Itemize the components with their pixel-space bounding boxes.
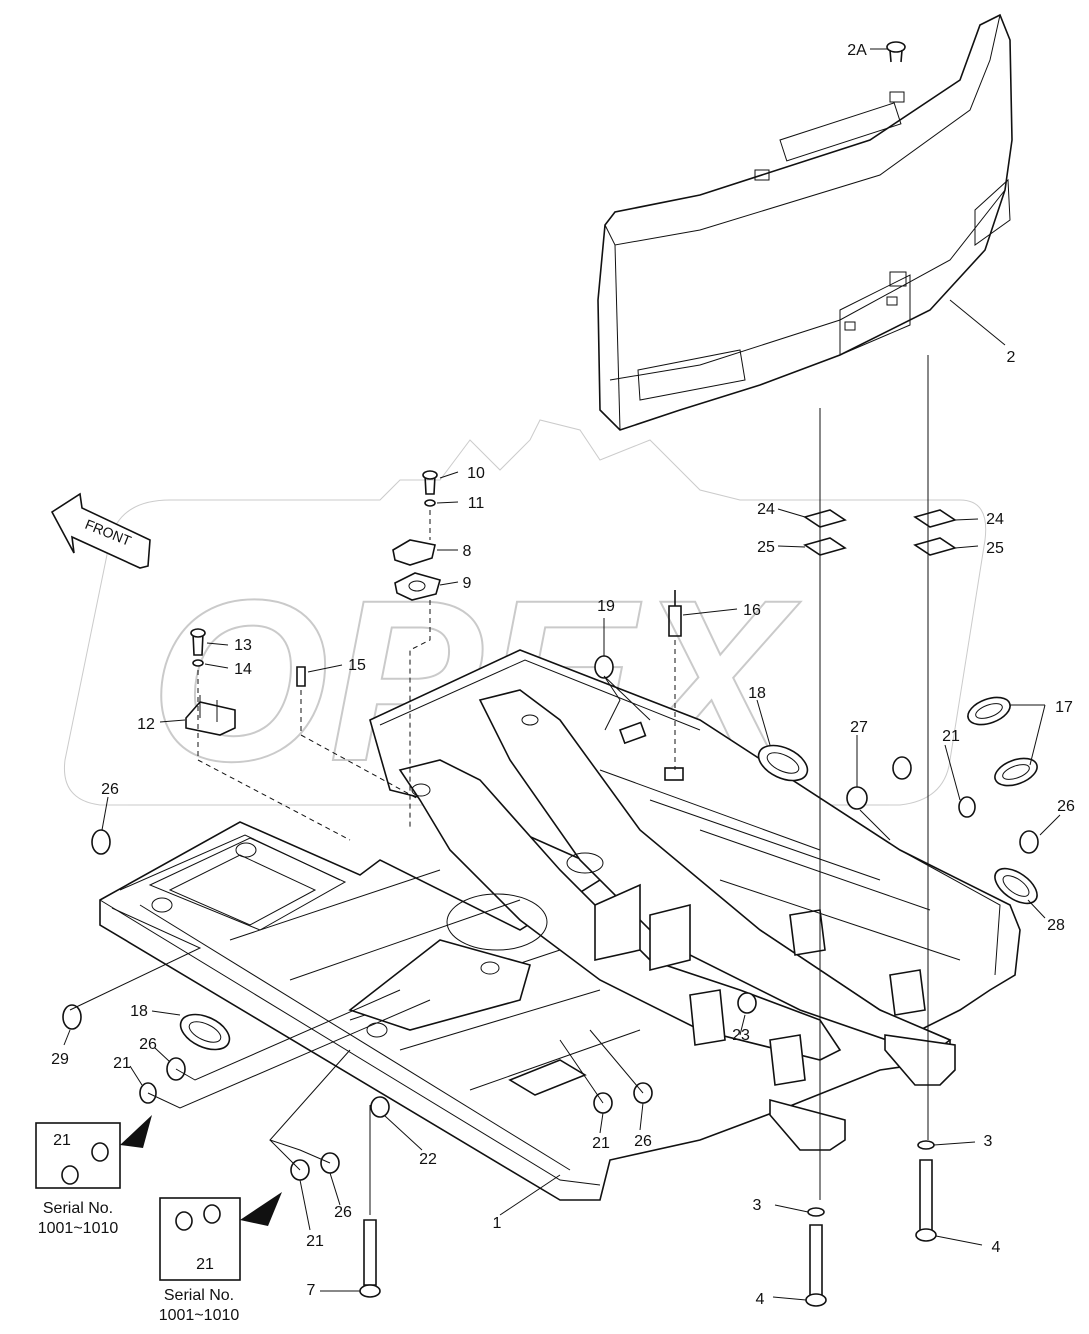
counterweight: [597, 13, 1013, 431]
callout-8: 8: [463, 543, 472, 560]
callout-13: 13: [234, 637, 252, 654]
serial-box-1-title: Serial No.: [43, 1200, 113, 1217]
callout-4-left: 4: [756, 1291, 765, 1308]
callout-18-top: 18: [748, 685, 766, 702]
callout-3-left: 3: [753, 1197, 762, 1214]
callout-21-center: 21: [592, 1135, 610, 1152]
callout-21-bottom: 21: [306, 1233, 324, 1250]
callout-4-right: 4: [992, 1239, 1001, 1256]
small-parts: [190, 470, 682, 687]
callout-25-right: 25: [986, 540, 1004, 557]
callout-26-center: 26: [634, 1133, 652, 1150]
serial-box-2-range: 1001~1010: [159, 1307, 240, 1324]
callout-21-right: 21: [942, 728, 960, 745]
leader-lines: [63, 48, 1061, 1301]
callout-23: 23: [732, 1027, 750, 1044]
callout-29: 29: [51, 1051, 69, 1068]
callout-12: 12: [137, 716, 155, 733]
bolts: [359, 1140, 937, 1307]
guide-lines: [197, 355, 929, 1215]
shims: [803, 509, 957, 556]
callout-27: 27: [850, 719, 868, 736]
main-frame: [99, 649, 1021, 1201]
callout-28: 28: [1047, 917, 1065, 934]
callout-21-box2: 21: [196, 1256, 214, 1273]
serial-box-1: Serial No. 1001~1010: [35, 1115, 152, 1237]
serial-box-2: Serial No. 1001~1010: [159, 1192, 282, 1324]
callout-24-left: 24: [757, 501, 775, 518]
callout-24-right: 24: [986, 511, 1004, 528]
callout-7: 7: [307, 1282, 316, 1299]
callout-15: 15: [348, 657, 366, 674]
callout-26-mid: 26: [139, 1036, 157, 1053]
part-2a-knob: [886, 41, 906, 63]
callout-17: 17: [1055, 699, 1073, 716]
callout-labels: 2A 2 10 11 8 9 24 25 24 25 19 16 13 14 1…: [51, 42, 1075, 1308]
callout-2a: 2A: [847, 42, 867, 59]
serial-box-2-title: Serial No.: [164, 1287, 234, 1304]
callout-1: 1: [493, 1215, 502, 1232]
serial-box-1-range: 1001~1010: [38, 1220, 119, 1237]
callout-18-left: 18: [130, 1003, 148, 1020]
callout-19: 19: [597, 598, 615, 615]
callout-2: 2: [1007, 349, 1016, 366]
callout-9: 9: [463, 575, 472, 592]
callout-25-left: 25: [757, 539, 775, 556]
grommets: [62, 655, 1039, 1181]
callout-3-right: 3: [984, 1133, 993, 1150]
callout-11: 11: [468, 495, 485, 512]
callout-21-left: 21: [113, 1055, 131, 1072]
callout-16: 16: [743, 602, 761, 619]
callout-26-bottom: 26: [334, 1204, 352, 1221]
front-arrow: FRONT: [50, 492, 151, 569]
callout-14: 14: [234, 661, 252, 678]
callout-10: 10: [467, 465, 485, 482]
callout-26-right: 26: [1057, 798, 1075, 815]
callout-21-box1: 21: [53, 1132, 71, 1149]
callout-22: 22: [419, 1151, 437, 1168]
callout-26-left: 26: [101, 781, 119, 798]
